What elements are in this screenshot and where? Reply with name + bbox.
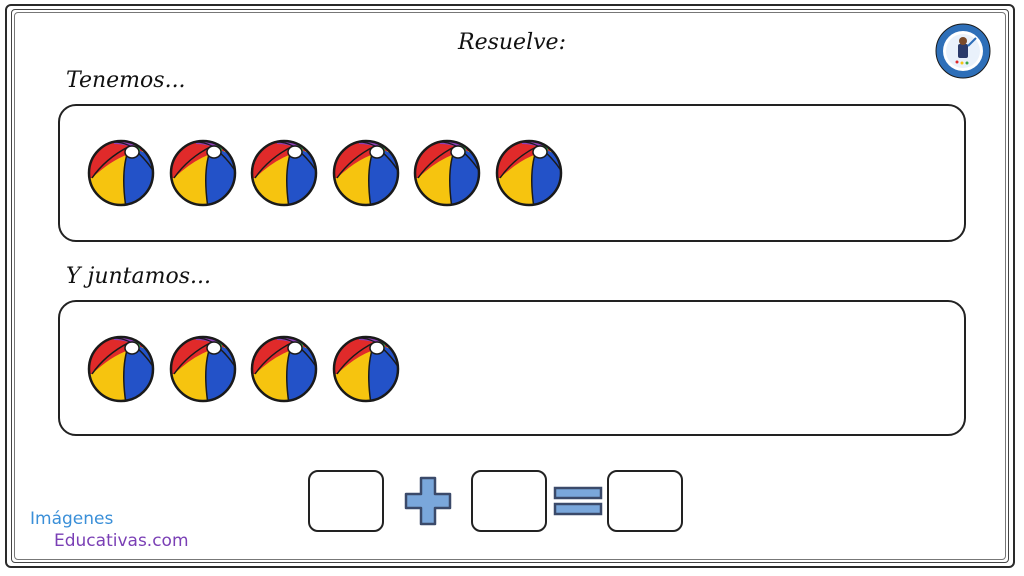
equals-icon — [553, 486, 603, 516]
ball-panel-2 — [58, 300, 966, 436]
answer-box-1[interactable] — [308, 470, 384, 532]
beach-ball-icon-1 — [86, 334, 156, 404]
beach-ball-icon-2 — [168, 138, 238, 208]
plus-icon — [404, 476, 452, 526]
section-label-tenemos: Tenemos... — [66, 68, 186, 93]
answer-box-2[interactable] — [471, 470, 547, 532]
school-badge-logo — [935, 23, 991, 79]
answer-box-result[interactable] — [607, 470, 683, 532]
beach-ball-icon-4 — [331, 138, 401, 208]
page-frame-inner — [11, 9, 1009, 563]
page-frame-inner-2 — [14, 12, 1006, 560]
brand-line-1: Imágenes — [30, 509, 114, 529]
beach-ball-icon-1 — [86, 138, 156, 208]
brand-logo: Imágenes Educativas.com — [30, 508, 189, 552]
beach-ball-icon-3 — [249, 138, 319, 208]
beach-ball-icon-5 — [412, 138, 482, 208]
ball-panel-1 — [58, 104, 966, 242]
page-title: Resuelve: — [458, 30, 566, 55]
beach-ball-icon-2 — [168, 334, 238, 404]
section-label-juntamos: Y juntamos... — [66, 264, 212, 289]
page-frame-outer — [5, 4, 1015, 568]
beach-ball-icon-4 — [331, 334, 401, 404]
beach-ball-icon-3 — [249, 334, 319, 404]
beach-ball-icon-6 — [494, 138, 564, 208]
brand-line-2: Educativas.com — [54, 531, 189, 551]
